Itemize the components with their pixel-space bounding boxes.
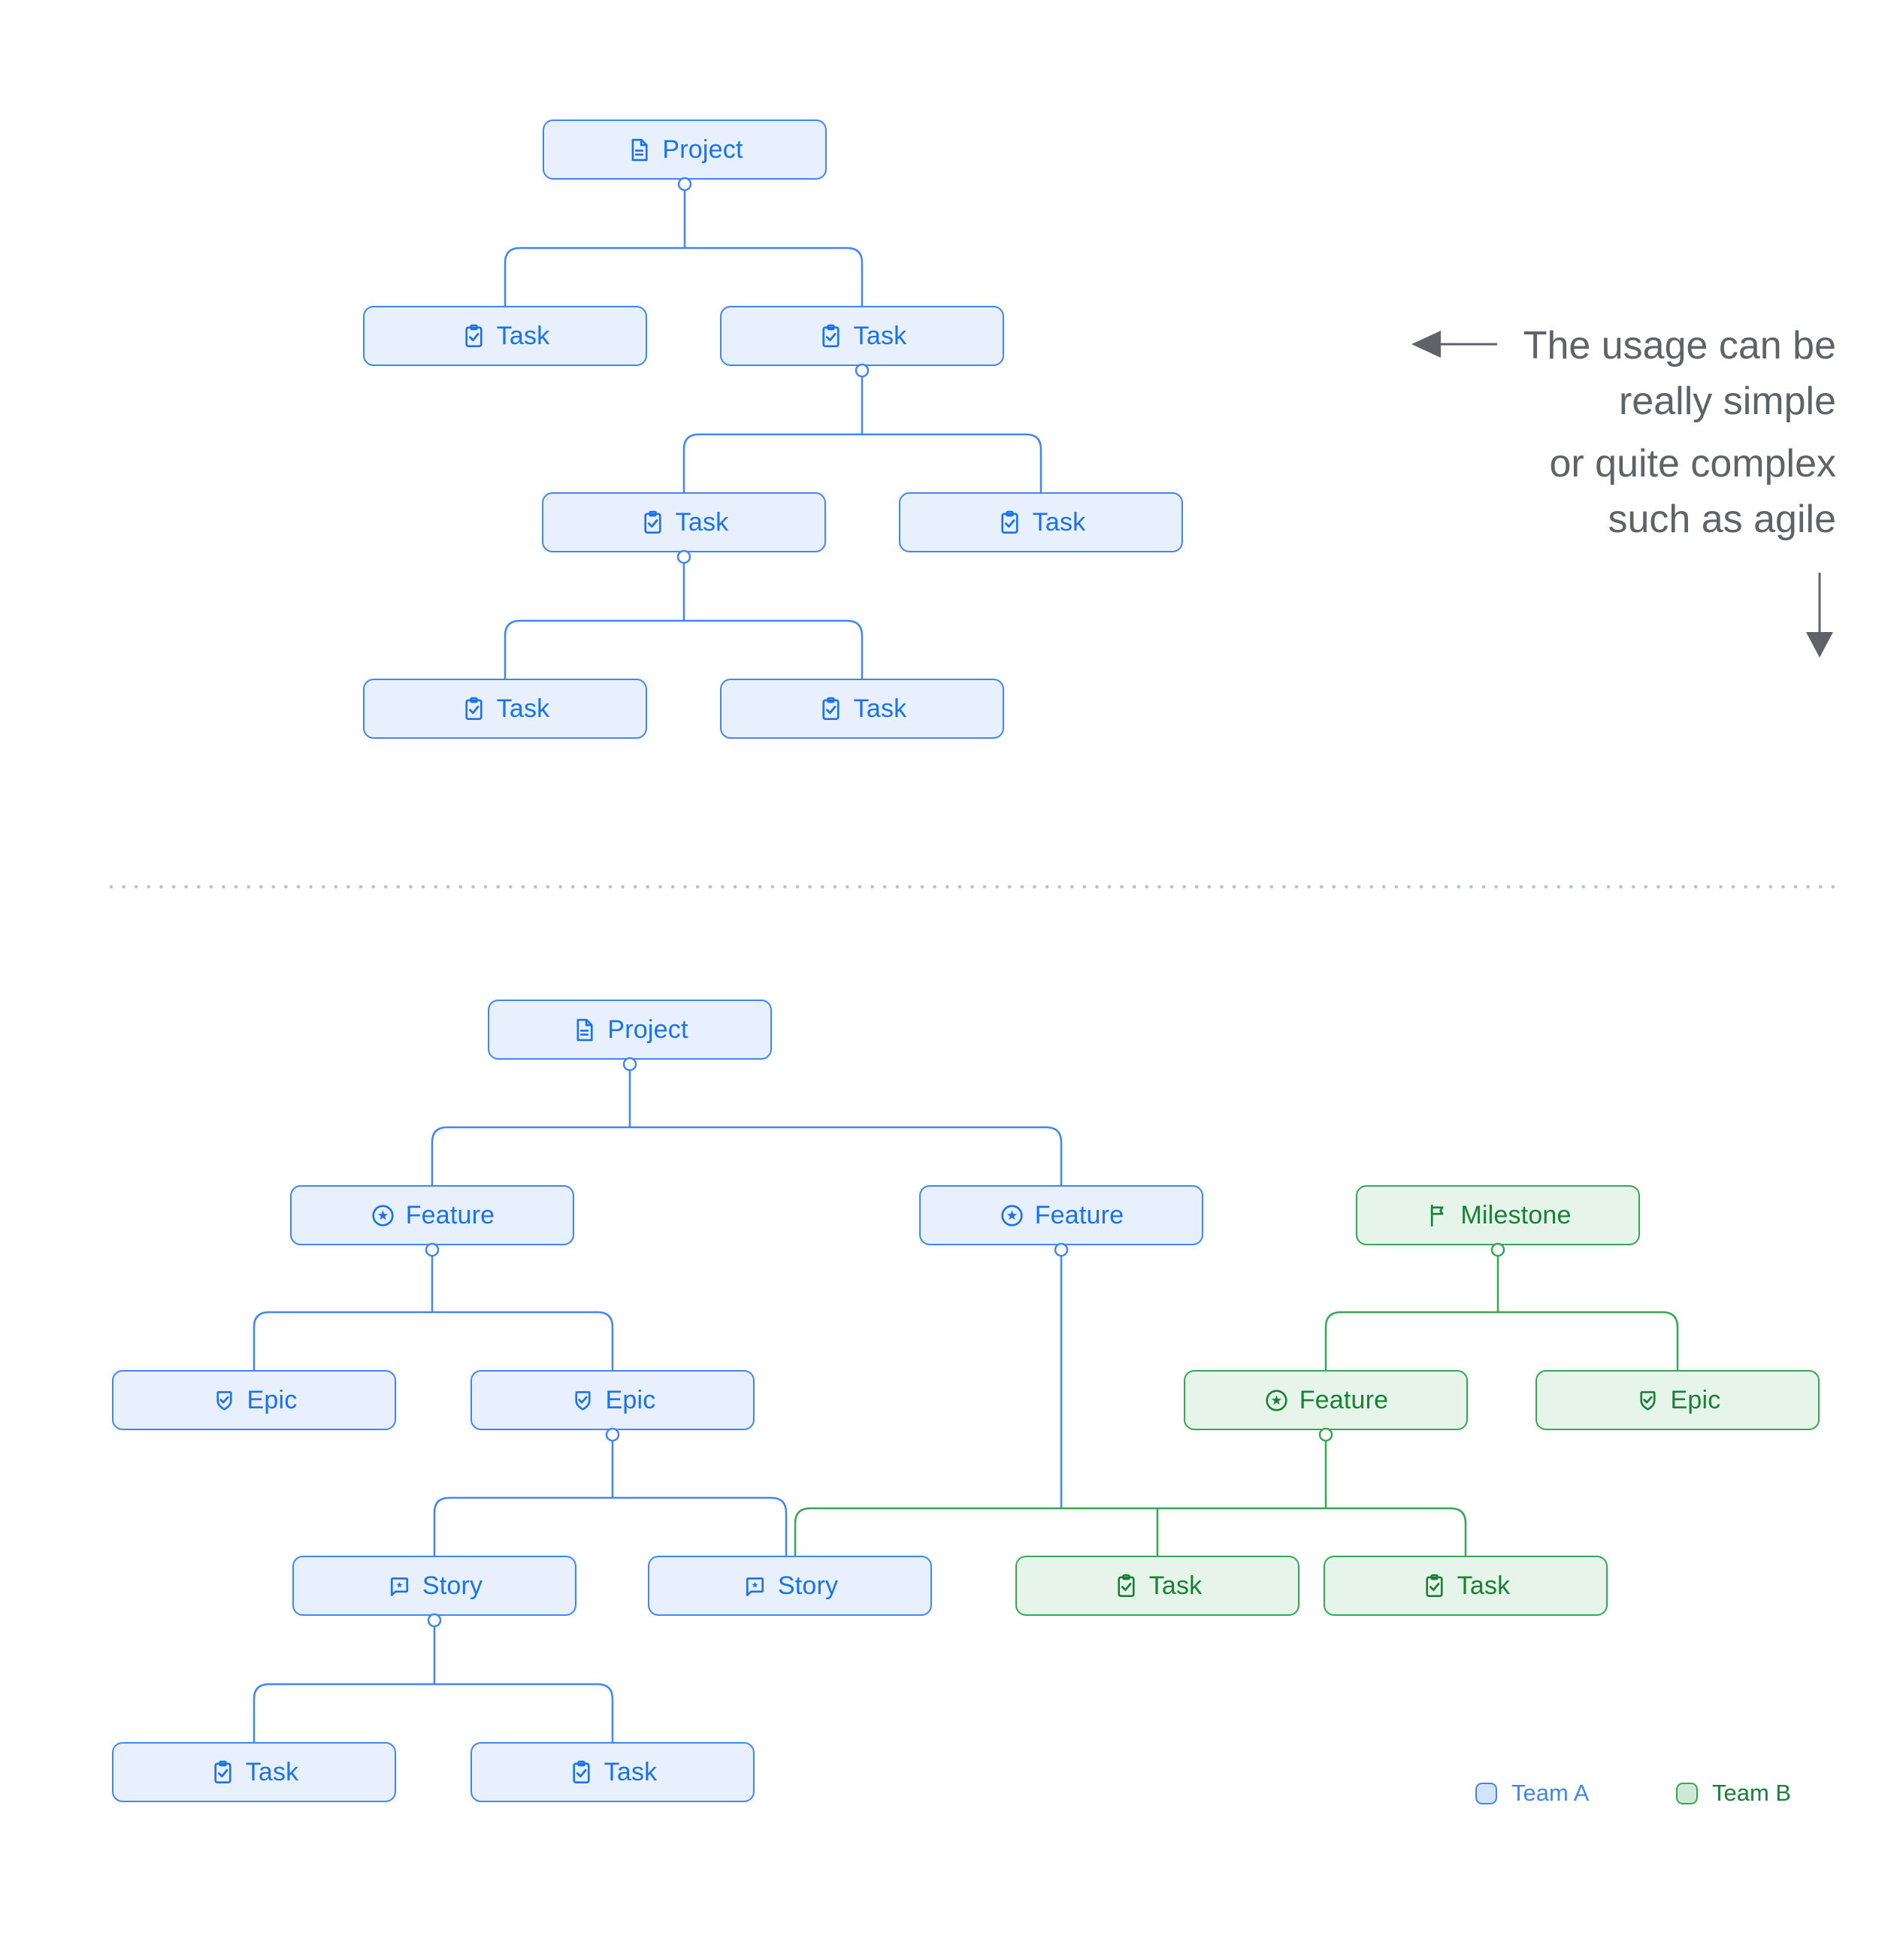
- node-label: Project: [662, 135, 743, 164]
- node-simple-task-3: Task: [542, 492, 826, 552]
- annotation-line: really simple: [1619, 380, 1836, 423]
- node-label: Epic: [247, 1385, 298, 1414]
- task-check-icon: [818, 323, 844, 349]
- node-complex-story-1: Story: [292, 1556, 576, 1616]
- shield-check-icon: [1635, 1387, 1661, 1414]
- task-check-icon: [1113, 1573, 1139, 1599]
- node-complex-task-3: Task: [112, 1742, 396, 1802]
- node-complex-feature-2: Feature: [919, 1185, 1203, 1245]
- node-label: Feature: [405, 1200, 495, 1230]
- arrow-down-icon: [1806, 573, 1833, 658]
- node-label: Task: [1032, 507, 1086, 537]
- task-check-icon: [640, 510, 666, 536]
- node-label: Epic: [1670, 1385, 1721, 1414]
- document-icon: [571, 1017, 598, 1043]
- node-complex-epic-1: Epic: [112, 1370, 396, 1430]
- legend: Team A Team B: [0, 1780, 1903, 1810]
- task-check-icon: [997, 510, 1023, 536]
- task-check-icon: [461, 323, 487, 349]
- annotation-complex: or quite complex such as agile: [1523, 436, 1836, 547]
- annotation-line: The usage can be: [1523, 324, 1836, 368]
- node-complex-epic-2: Epic: [470, 1370, 755, 1430]
- node-simple-task-2: Task: [720, 306, 1004, 366]
- node-label: Milestone: [1460, 1200, 1572, 1230]
- node-label: Task: [496, 321, 550, 350]
- node-label: Task: [1457, 1571, 1511, 1600]
- node-label: Task: [675, 507, 729, 537]
- node-complex-feature-3: Feature: [1184, 1370, 1468, 1430]
- node-label: Task: [245, 1757, 299, 1786]
- node-label: Story: [777, 1571, 839, 1600]
- arrow-left-icon: [1411, 331, 1497, 358]
- node-label: Task: [604, 1757, 658, 1786]
- team-a-swatch: [1475, 1782, 1497, 1804]
- node-complex-task-1: Task: [1015, 1556, 1299, 1616]
- story-bubble-icon: [386, 1573, 413, 1599]
- document-icon: [626, 137, 652, 163]
- legend-item-team-a: Team A: [1475, 1780, 1589, 1807]
- node-label: Project: [607, 1015, 688, 1044]
- task-check-icon: [461, 696, 487, 722]
- node-label: Task: [853, 694, 907, 723]
- node-label: Task: [853, 321, 907, 350]
- annotation-line: or quite complex: [1549, 442, 1836, 485]
- legend-label: Team A: [1511, 1780, 1590, 1806]
- node-complex-epic-3: Epic: [1535, 1370, 1820, 1430]
- star-circle-icon: [370, 1202, 396, 1229]
- node-complex-story-2: Story: [648, 1556, 932, 1616]
- shield-check-icon: [211, 1387, 237, 1414]
- simple-tree-connectors: [504, 190, 1042, 679]
- annotation-simple: The usage can be really simple: [1523, 318, 1836, 429]
- legend-label: Team B: [1712, 1780, 1792, 1806]
- star-circle-icon: [1263, 1387, 1290, 1414]
- task-check-icon: [818, 696, 844, 722]
- node-label: Task: [1148, 1571, 1203, 1600]
- node-complex-milestone: Milestone: [1356, 1185, 1640, 1245]
- node-complex-task-2: Task: [1324, 1556, 1608, 1616]
- shield-check-icon: [570, 1387, 596, 1414]
- node-simple-task-6: Task: [720, 679, 1004, 739]
- node-simple-task-5: Task: [363, 679, 647, 739]
- node-label: Feature: [1299, 1385, 1389, 1414]
- flag-icon: [1424, 1202, 1451, 1229]
- node-complex-feature-1: Feature: [290, 1185, 574, 1245]
- annotation-line: such as agile: [1608, 498, 1836, 541]
- node-label: Epic: [605, 1385, 656, 1414]
- node-complex-task-4: Task: [470, 1742, 755, 1802]
- node-label: Feature: [1034, 1200, 1124, 1230]
- node-simple-project: Project: [543, 119, 827, 180]
- star-circle-icon: [999, 1202, 1025, 1229]
- node-complex-project: Project: [488, 1000, 772, 1060]
- node-label: Task: [496, 694, 550, 723]
- node-label: Story: [422, 1571, 483, 1600]
- node-simple-task-4: Task: [899, 492, 1183, 552]
- story-bubble-icon: [742, 1573, 768, 1599]
- annotation-text: The usage can be really simple or quite …: [1523, 318, 1836, 547]
- node-simple-task-1: Task: [363, 306, 647, 366]
- team-b-swatch: [1676, 1782, 1698, 1804]
- task-check-icon: [1421, 1573, 1448, 1599]
- legend-item-team-b: Team B: [1676, 1780, 1791, 1807]
